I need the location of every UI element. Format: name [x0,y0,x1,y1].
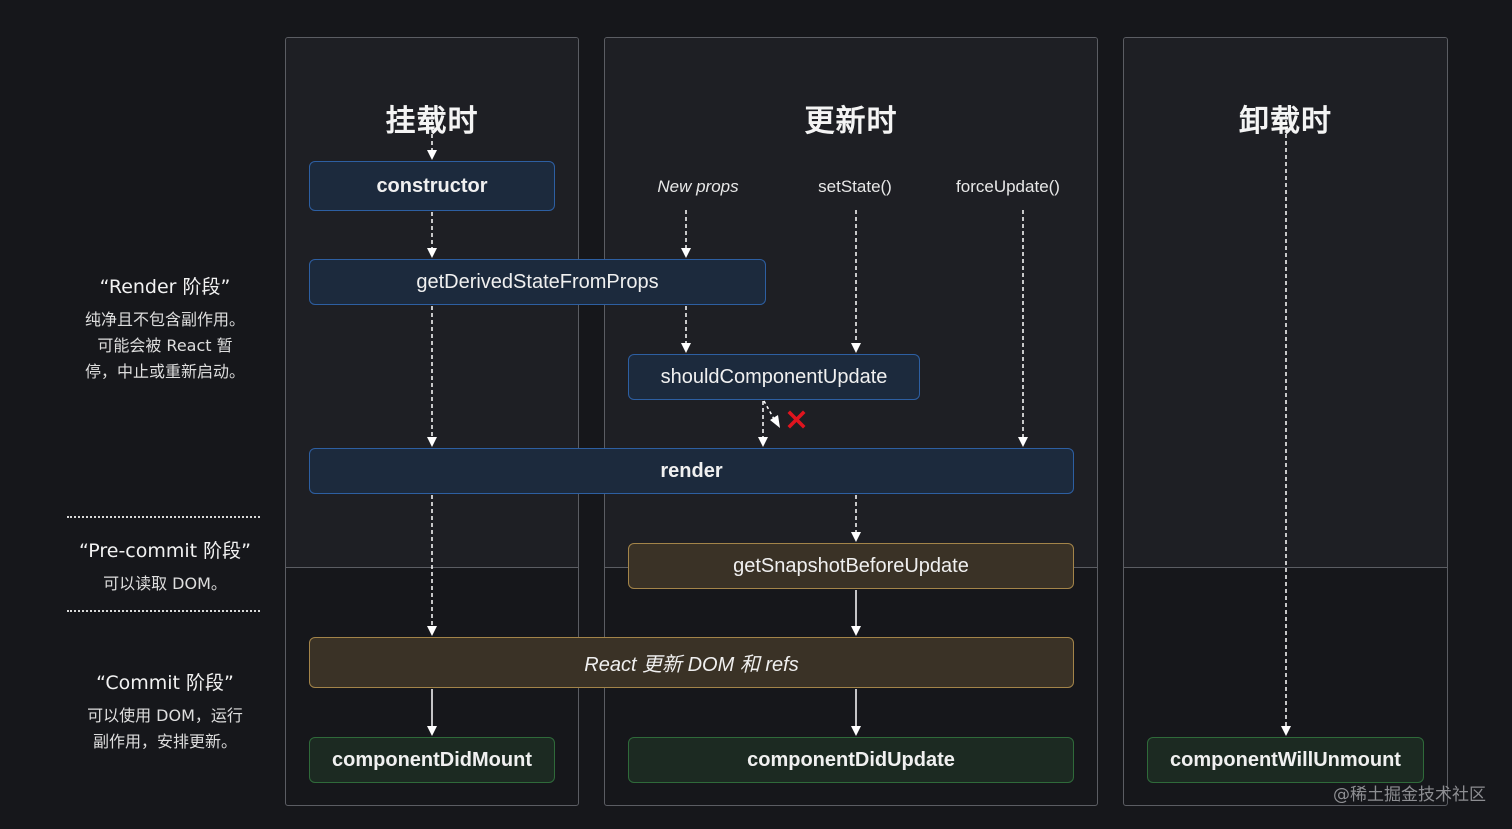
precommit-phase-label: “Pre-commit 阶段” 可以读取 DOM。 [40,536,290,597]
render-phase-label: “Render 阶段” 纯净且不包含副作用。 可能会被 React 暂 停，中止… [40,272,290,385]
get-derived-state-from-props-node[interactable]: getDerivedStateFromProps [309,259,766,305]
unmount-column: 卸载时 [1123,37,1448,806]
phase-divider [67,516,260,518]
precommit-phase-desc: 可以读取 DOM。 [40,571,290,597]
update-column: 更新时 [604,37,1098,806]
constructor-node[interactable]: constructor [309,161,555,211]
react-updates-dom-node[interactable]: React 更新 DOM 和 refs [309,637,1074,688]
commit-phase-title: “Commit 阶段” [96,672,234,694]
commit-phase-label: “Commit 阶段” 可以使用 DOM，运行 副作用，安排更新。 [40,668,290,755]
trigger-new-props: New props [657,177,739,196]
trigger-force-update: forceUpdate() [956,177,1060,196]
precommit-phase-desc-line: 可以读取 DOM。 [103,574,227,593]
unmount-column-title: 卸载时 [1239,104,1332,139]
update-column-title: 更新时 [804,104,898,139]
watermark: @稀土掘金技术社区 [1333,785,1486,805]
render-phase-title: “Render 阶段” [99,276,231,298]
get-snapshot-before-update-node[interactable]: getSnapshotBeforeUpdate [628,543,1074,589]
commit-phase-desc: 可以使用 DOM，运行 副作用，安排更新。 [40,703,290,755]
component-will-unmount-node[interactable]: componentWillUnmount [1147,737,1424,783]
render-phase-desc-line: 可能会被 React 暂 [97,336,233,355]
precommit-phase-title: “Pre-commit 阶段” [78,540,252,562]
commit-phase-desc-line: 可以使用 DOM，运行 [87,706,243,725]
phase-divider [67,610,260,612]
render-phase-desc: 纯净且不包含副作用。 可能会被 React 暂 停，中止或重新启动。 [40,307,290,385]
mount-column-title: 挂载时 [385,104,479,139]
render-phase-desc-line: 停，中止或重新启动。 [84,362,245,381]
component-did-update-node[interactable]: componentDidUpdate [628,737,1074,783]
mount-column: 挂载时 [285,37,579,806]
commit-phase-desc-line: 副作用，安排更新。 [92,732,237,751]
should-component-update-node[interactable]: shouldComponentUpdate [628,354,920,400]
render-node[interactable]: render [309,448,1074,494]
component-did-mount-node[interactable]: componentDidMount [309,737,555,783]
render-phase-desc-line: 纯净且不包含副作用。 [84,310,245,329]
trigger-set-state: setState() [818,177,892,196]
